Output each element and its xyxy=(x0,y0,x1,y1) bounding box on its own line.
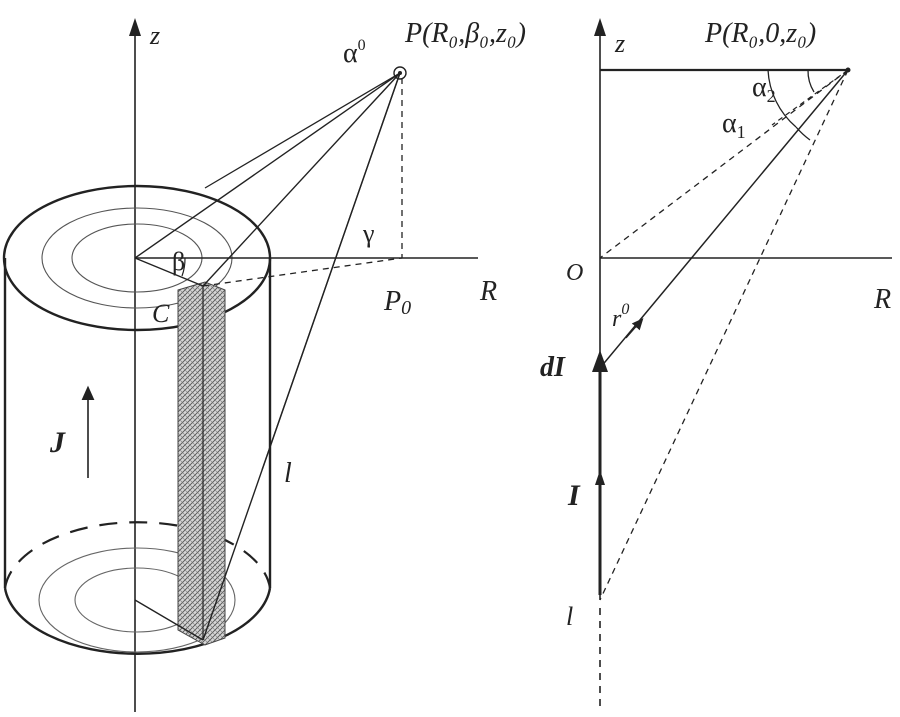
beta-arc xyxy=(181,257,186,277)
right-R-label: R xyxy=(873,284,891,315)
dashed-P-to-l xyxy=(599,69,849,601)
l-label-left: l xyxy=(284,458,292,489)
alpha1-arc xyxy=(767,69,797,128)
left-labels: z R α0 P(R₀,β₀,z₀) β γ P0 C J l xyxy=(49,18,526,489)
dashed-P-to-mid xyxy=(771,69,849,126)
I-label: I xyxy=(567,479,581,512)
r0-arrow xyxy=(625,318,644,339)
cylinder-bottom-ring-1 xyxy=(38,547,236,653)
line-center-to-P xyxy=(134,72,401,259)
l-label-right: l xyxy=(566,602,573,631)
gamma-label: γ xyxy=(362,219,375,248)
P0-label: P0 xyxy=(383,286,411,319)
point-P-label: P(R₀,β₀,z₀) xyxy=(404,18,526,49)
right-point-P-dot xyxy=(845,67,851,73)
right-z-axis-arrow xyxy=(594,18,606,36)
point-P-dot xyxy=(398,71,402,75)
left-z-label: z xyxy=(149,21,160,50)
bottom-radius xyxy=(134,599,204,641)
line-P-to-l xyxy=(261,72,401,471)
dashed-to-P0 xyxy=(202,257,403,287)
right-figure xyxy=(592,18,892,712)
right-labels: z P(R₀,0,z₀) α2 α1 O R r0 dI I l xyxy=(540,18,891,631)
dI-arrow-head xyxy=(592,350,608,372)
left-R-label: R xyxy=(479,276,497,307)
cylinder-bottom-back xyxy=(3,521,272,589)
J-label: J xyxy=(49,426,66,459)
line-strip-top-to-P xyxy=(202,72,401,287)
point-P-marker xyxy=(393,66,407,80)
radius-to-strip xyxy=(134,257,204,287)
current-strip xyxy=(177,281,226,646)
C-label: C xyxy=(152,299,170,328)
r0-label: r0 xyxy=(612,301,629,332)
alpha1-label: α1 xyxy=(722,108,746,142)
right-point-P-label: P(R₀,0,z₀) xyxy=(704,18,816,49)
cylinder-bottom-front xyxy=(3,587,272,655)
alpha2-label: α2 xyxy=(752,72,776,106)
right-z-label: z xyxy=(614,29,625,58)
beta-label: β xyxy=(172,247,185,276)
line-top-edge-to-P xyxy=(204,72,401,189)
alpha2-arc xyxy=(807,69,815,93)
dashed-P-to-O xyxy=(599,69,849,259)
origin-label: O xyxy=(566,260,583,286)
dI-label: dI xyxy=(540,352,566,383)
I-arrow-head xyxy=(595,470,605,485)
alpha1-arc-outer xyxy=(795,126,811,141)
left-figure xyxy=(2,18,478,712)
left-z-axis-arrow xyxy=(129,18,141,36)
alpha0-label: α0 xyxy=(343,37,366,69)
